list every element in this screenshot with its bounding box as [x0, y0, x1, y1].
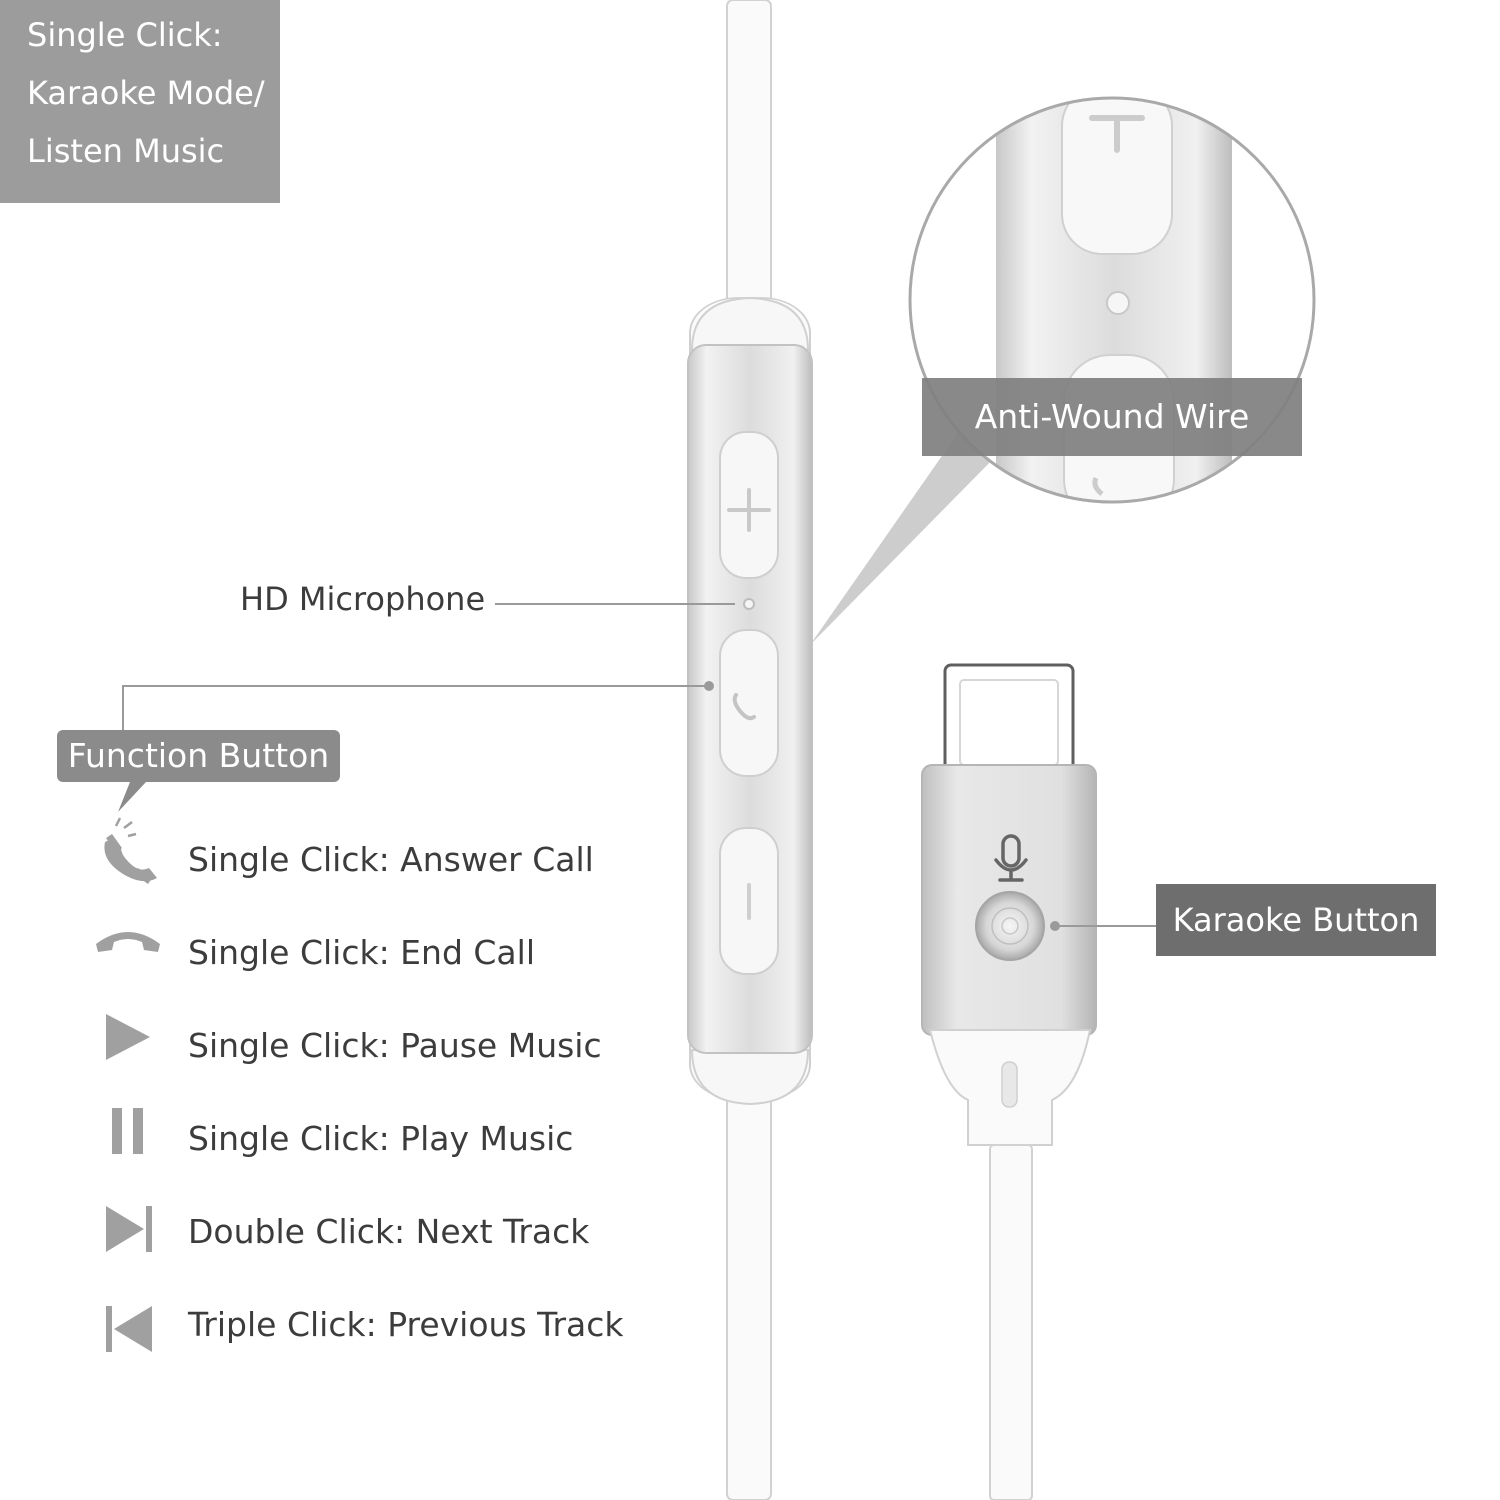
function-button-leader	[118, 681, 714, 812]
karaoke-button-label: Karaoke Button	[1156, 884, 1436, 956]
pause-icon	[112, 1108, 143, 1154]
function-next-track: Double Click: Next Track	[188, 1212, 590, 1251]
function-button-label: Function Button	[57, 730, 340, 782]
function-answer-call: Single Click: Answer Call	[188, 840, 594, 879]
inline-remote	[687, 296, 813, 1106]
function-previous-track: Triple Click: Previous Track	[188, 1305, 624, 1344]
karaoke-desc-line: Single Click:	[27, 16, 223, 54]
karaoke-button-leader	[1050, 921, 1156, 931]
karaoke-button[interactable]	[975, 891, 1045, 961]
usb-c-plug	[921, 663, 1097, 1500]
zoom-pointer	[810, 430, 1000, 645]
microphone-icon	[994, 834, 1028, 882]
function-play-music: Single Click: Play Music	[188, 1119, 574, 1158]
previous-track-icon	[106, 1306, 152, 1352]
hd-microphone-label: HD Microphone	[240, 580, 486, 618]
next-track-icon	[106, 1206, 152, 1252]
play-icon	[106, 1014, 150, 1060]
microphone-hole	[743, 598, 755, 610]
function-button[interactable]	[719, 629, 779, 777]
hang-up-icon	[96, 932, 160, 952]
karaoke-description-box: Single Click: Karaoke Mode/ Listen Music	[0, 0, 280, 203]
phone-ringing-icon	[104, 817, 157, 884]
karaoke-desc-line: Listen Music	[27, 132, 225, 170]
function-pause-music: Single Click: Pause Music	[188, 1026, 602, 1065]
karaoke-desc-line: Karaoke Mode/	[27, 74, 265, 112]
function-end-call: Single Click: End Call	[188, 933, 535, 972]
anti-wound-wire-label: Anti-Wound Wire	[922, 378, 1302, 456]
